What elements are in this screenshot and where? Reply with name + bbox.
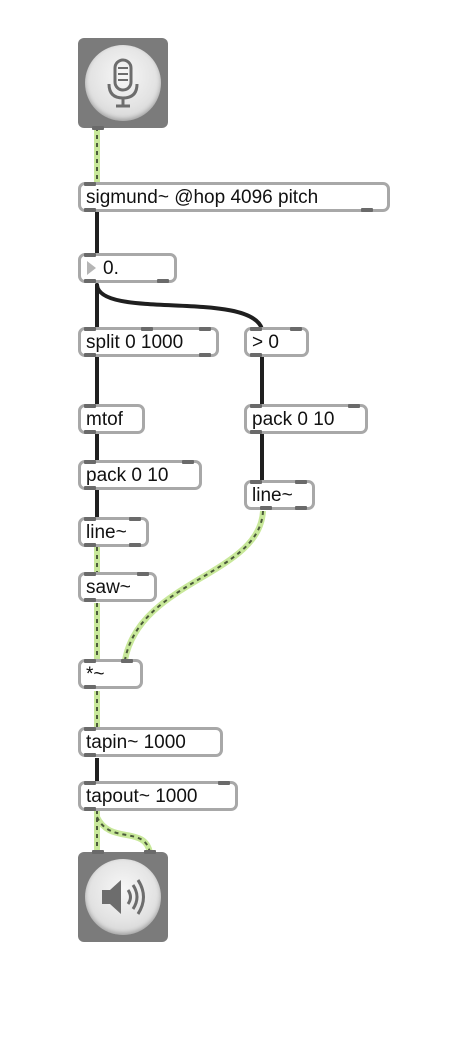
number-triangle-icon: [87, 261, 96, 275]
object-pack-right[interactable]: pack 0 10: [244, 404, 368, 434]
inlet[interactable]: [141, 327, 153, 331]
object-text: tapout~ 1000: [86, 786, 198, 807]
object-text: *~: [86, 664, 105, 685]
number-box[interactable]: 0.: [78, 253, 177, 283]
object-text: > 0: [252, 332, 279, 353]
object-text: line~: [252, 485, 293, 506]
object-text: line~: [86, 522, 127, 543]
outlet[interactable]: [157, 279, 169, 283]
audio-output-button[interactable]: [78, 850, 168, 942]
outlet[interactable]: [84, 543, 96, 547]
inlet[interactable]: [182, 460, 194, 464]
inlet[interactable]: [290, 327, 302, 331]
object-pack-left[interactable]: pack 0 10: [78, 460, 202, 490]
inlet[interactable]: [84, 182, 96, 186]
object-mtof[interactable]: mtof: [78, 404, 145, 434]
inlet[interactable]: [250, 327, 262, 331]
inlet[interactable]: [84, 404, 96, 408]
inlet[interactable]: [84, 460, 96, 464]
inlet[interactable]: [121, 659, 133, 663]
outlet[interactable]: [250, 353, 262, 357]
outlet[interactable]: [84, 807, 96, 811]
inlet[interactable]: [84, 253, 96, 257]
inlet[interactable]: [84, 781, 96, 785]
outlet[interactable]: [84, 430, 96, 434]
inlet[interactable]: [129, 517, 141, 521]
outlet[interactable]: [84, 685, 96, 689]
object-text: saw~: [86, 577, 131, 598]
object-tapout[interactable]: tapout~ 1000: [78, 781, 238, 811]
outlet[interactable]: [92, 126, 104, 130]
inlet[interactable]: [199, 327, 211, 331]
object-split[interactable]: split 0 1000: [78, 327, 219, 357]
inlet[interactable]: [92, 850, 104, 854]
button-disc: [85, 859, 161, 935]
inlet[interactable]: [137, 572, 149, 576]
inlet[interactable]: [295, 480, 307, 484]
object-saw[interactable]: saw~: [78, 572, 157, 602]
outlet[interactable]: [129, 543, 141, 547]
microphone-icon: [107, 58, 139, 108]
object-text: split 0 1000: [86, 332, 184, 353]
outlet[interactable]: [199, 353, 211, 357]
outlet[interactable]: [84, 279, 96, 283]
outlet[interactable]: [84, 598, 96, 602]
outlet[interactable]: [250, 430, 262, 434]
object-text: pack 0 10: [86, 465, 169, 486]
object-text: pack 0 10: [252, 409, 335, 430]
outlet[interactable]: [84, 208, 96, 212]
speaker-icon: [102, 879, 145, 915]
outlet[interactable]: [84, 753, 96, 757]
object-line-right[interactable]: line~: [244, 480, 315, 510]
object-text: sigmund~ @hop 4096 pitch: [86, 187, 319, 208]
inlet[interactable]: [84, 327, 96, 331]
object-line-left[interactable]: line~: [78, 517, 149, 547]
inlet[interactable]: [144, 850, 156, 854]
inlet[interactable]: [84, 727, 96, 731]
inlet[interactable]: [84, 572, 96, 576]
object-tapin[interactable]: tapin~ 1000: [78, 727, 223, 757]
inlet[interactable]: [348, 404, 360, 408]
inlet[interactable]: [218, 781, 230, 785]
outlet[interactable]: [295, 506, 307, 510]
outlet[interactable]: [84, 486, 96, 490]
inlet[interactable]: [250, 404, 262, 408]
inlet[interactable]: [250, 480, 262, 484]
cord-number-to-gt: [95, 283, 264, 331]
audio-input-button[interactable]: [78, 38, 168, 130]
object-greater-than[interactable]: > 0: [244, 327, 309, 357]
button-disc: [85, 45, 161, 121]
number-value: 0.: [103, 258, 119, 279]
inlet[interactable]: [84, 517, 96, 521]
object-sigmund[interactable]: sigmund~ @hop 4096 pitch: [78, 182, 390, 212]
outlet[interactable]: [84, 353, 96, 357]
outlet[interactable]: [361, 208, 373, 212]
inlet[interactable]: [84, 659, 96, 663]
object-text: tapin~ 1000: [86, 732, 186, 753]
object-multiply[interactable]: *~: [78, 659, 143, 689]
cord-tapout-to-dac-right: [96, 816, 151, 854]
object-text: mtof: [86, 409, 123, 430]
outlet[interactable]: [260, 506, 272, 510]
